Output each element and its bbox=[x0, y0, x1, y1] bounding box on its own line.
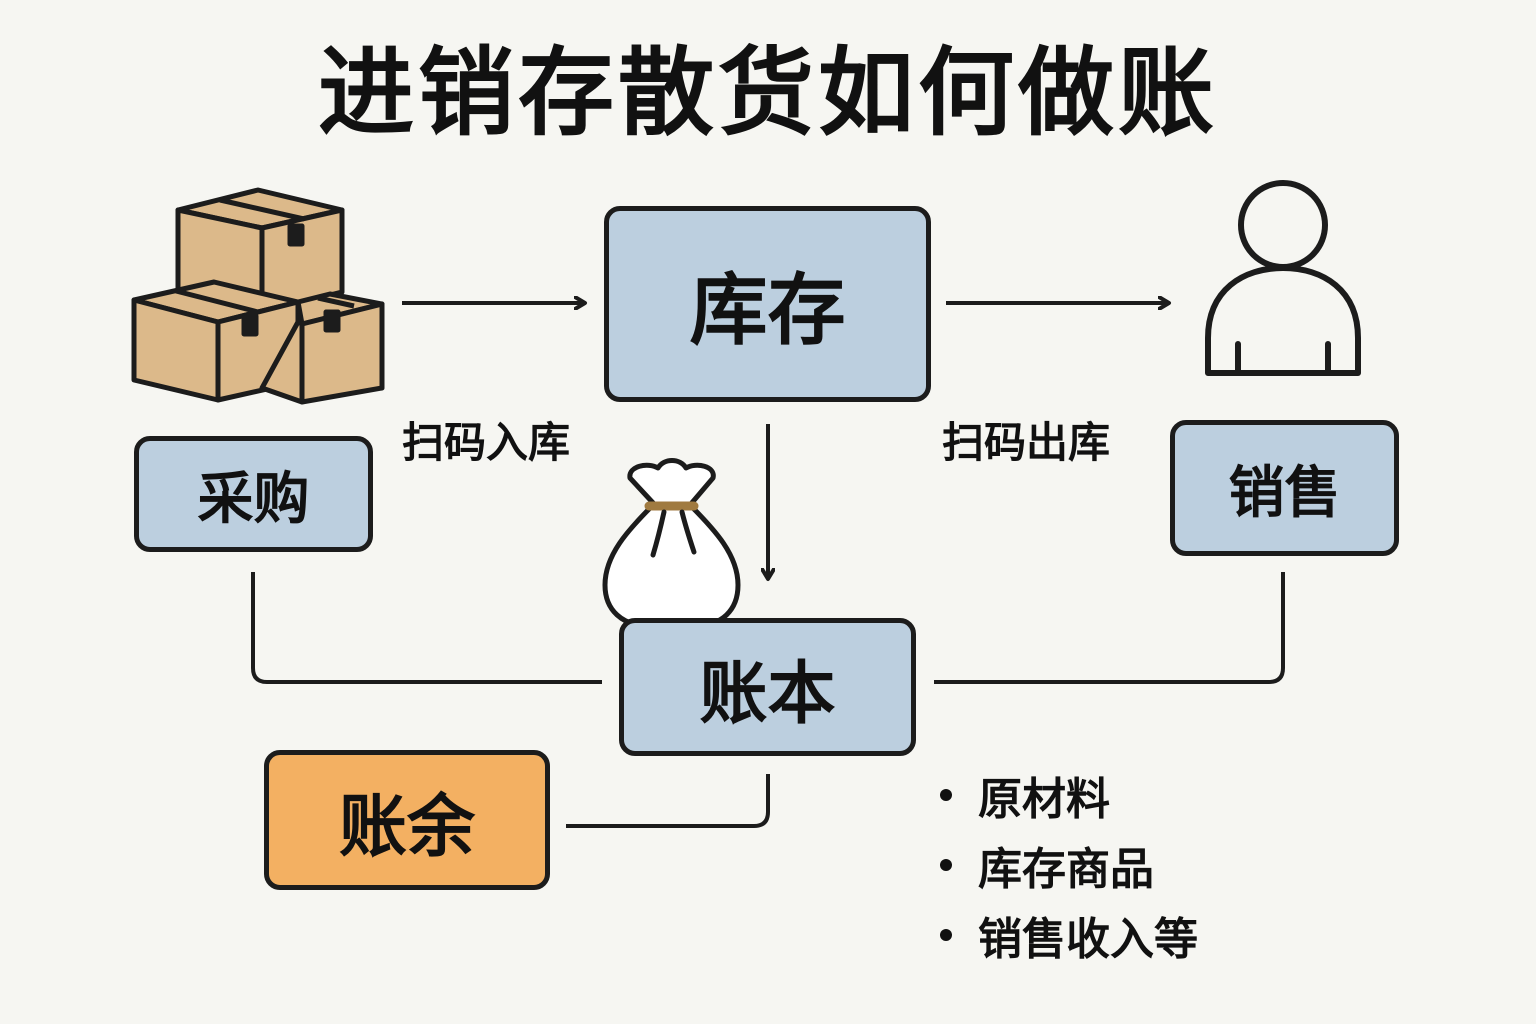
money-bag-icon bbox=[602, 458, 741, 629]
node-balance: 账余 bbox=[264, 750, 550, 890]
list-item-label: 原材料 bbox=[978, 774, 1110, 825]
connector-ledger-to-balance bbox=[566, 774, 770, 828]
connector-ledger-to-sales bbox=[934, 572, 1285, 684]
node-purchase: 采购 bbox=[134, 436, 373, 552]
list-item-label: 销售收入等 bbox=[978, 914, 1198, 965]
label-scan-in: 扫码入库 bbox=[402, 418, 571, 467]
node-ledger: 账本 bbox=[619, 618, 916, 756]
bullet-dot bbox=[940, 789, 952, 801]
person-icon bbox=[1205, 180, 1361, 376]
bullet-dot bbox=[940, 859, 952, 871]
list-item-label: 库存商品 bbox=[978, 844, 1154, 895]
list-item: 库存商品 bbox=[940, 830, 1198, 900]
label-scan-out: 扫码出库 bbox=[942, 418, 1111, 467]
list-item: 销售收入等 bbox=[940, 900, 1198, 970]
list-item: 原材料 bbox=[940, 760, 1198, 830]
node-inventory: 库存 bbox=[604, 206, 931, 402]
bullet-dot bbox=[940, 929, 952, 941]
connector-purchase-to-ledger bbox=[251, 572, 602, 684]
page-title: 进销存散货如何做账 bbox=[318, 37, 1218, 149]
boxes-icon bbox=[131, 187, 385, 405]
node-sales: 销售 bbox=[1170, 420, 1399, 556]
ledger-item-list: 原材料 库存商品 销售收入等 bbox=[940, 760, 1198, 970]
